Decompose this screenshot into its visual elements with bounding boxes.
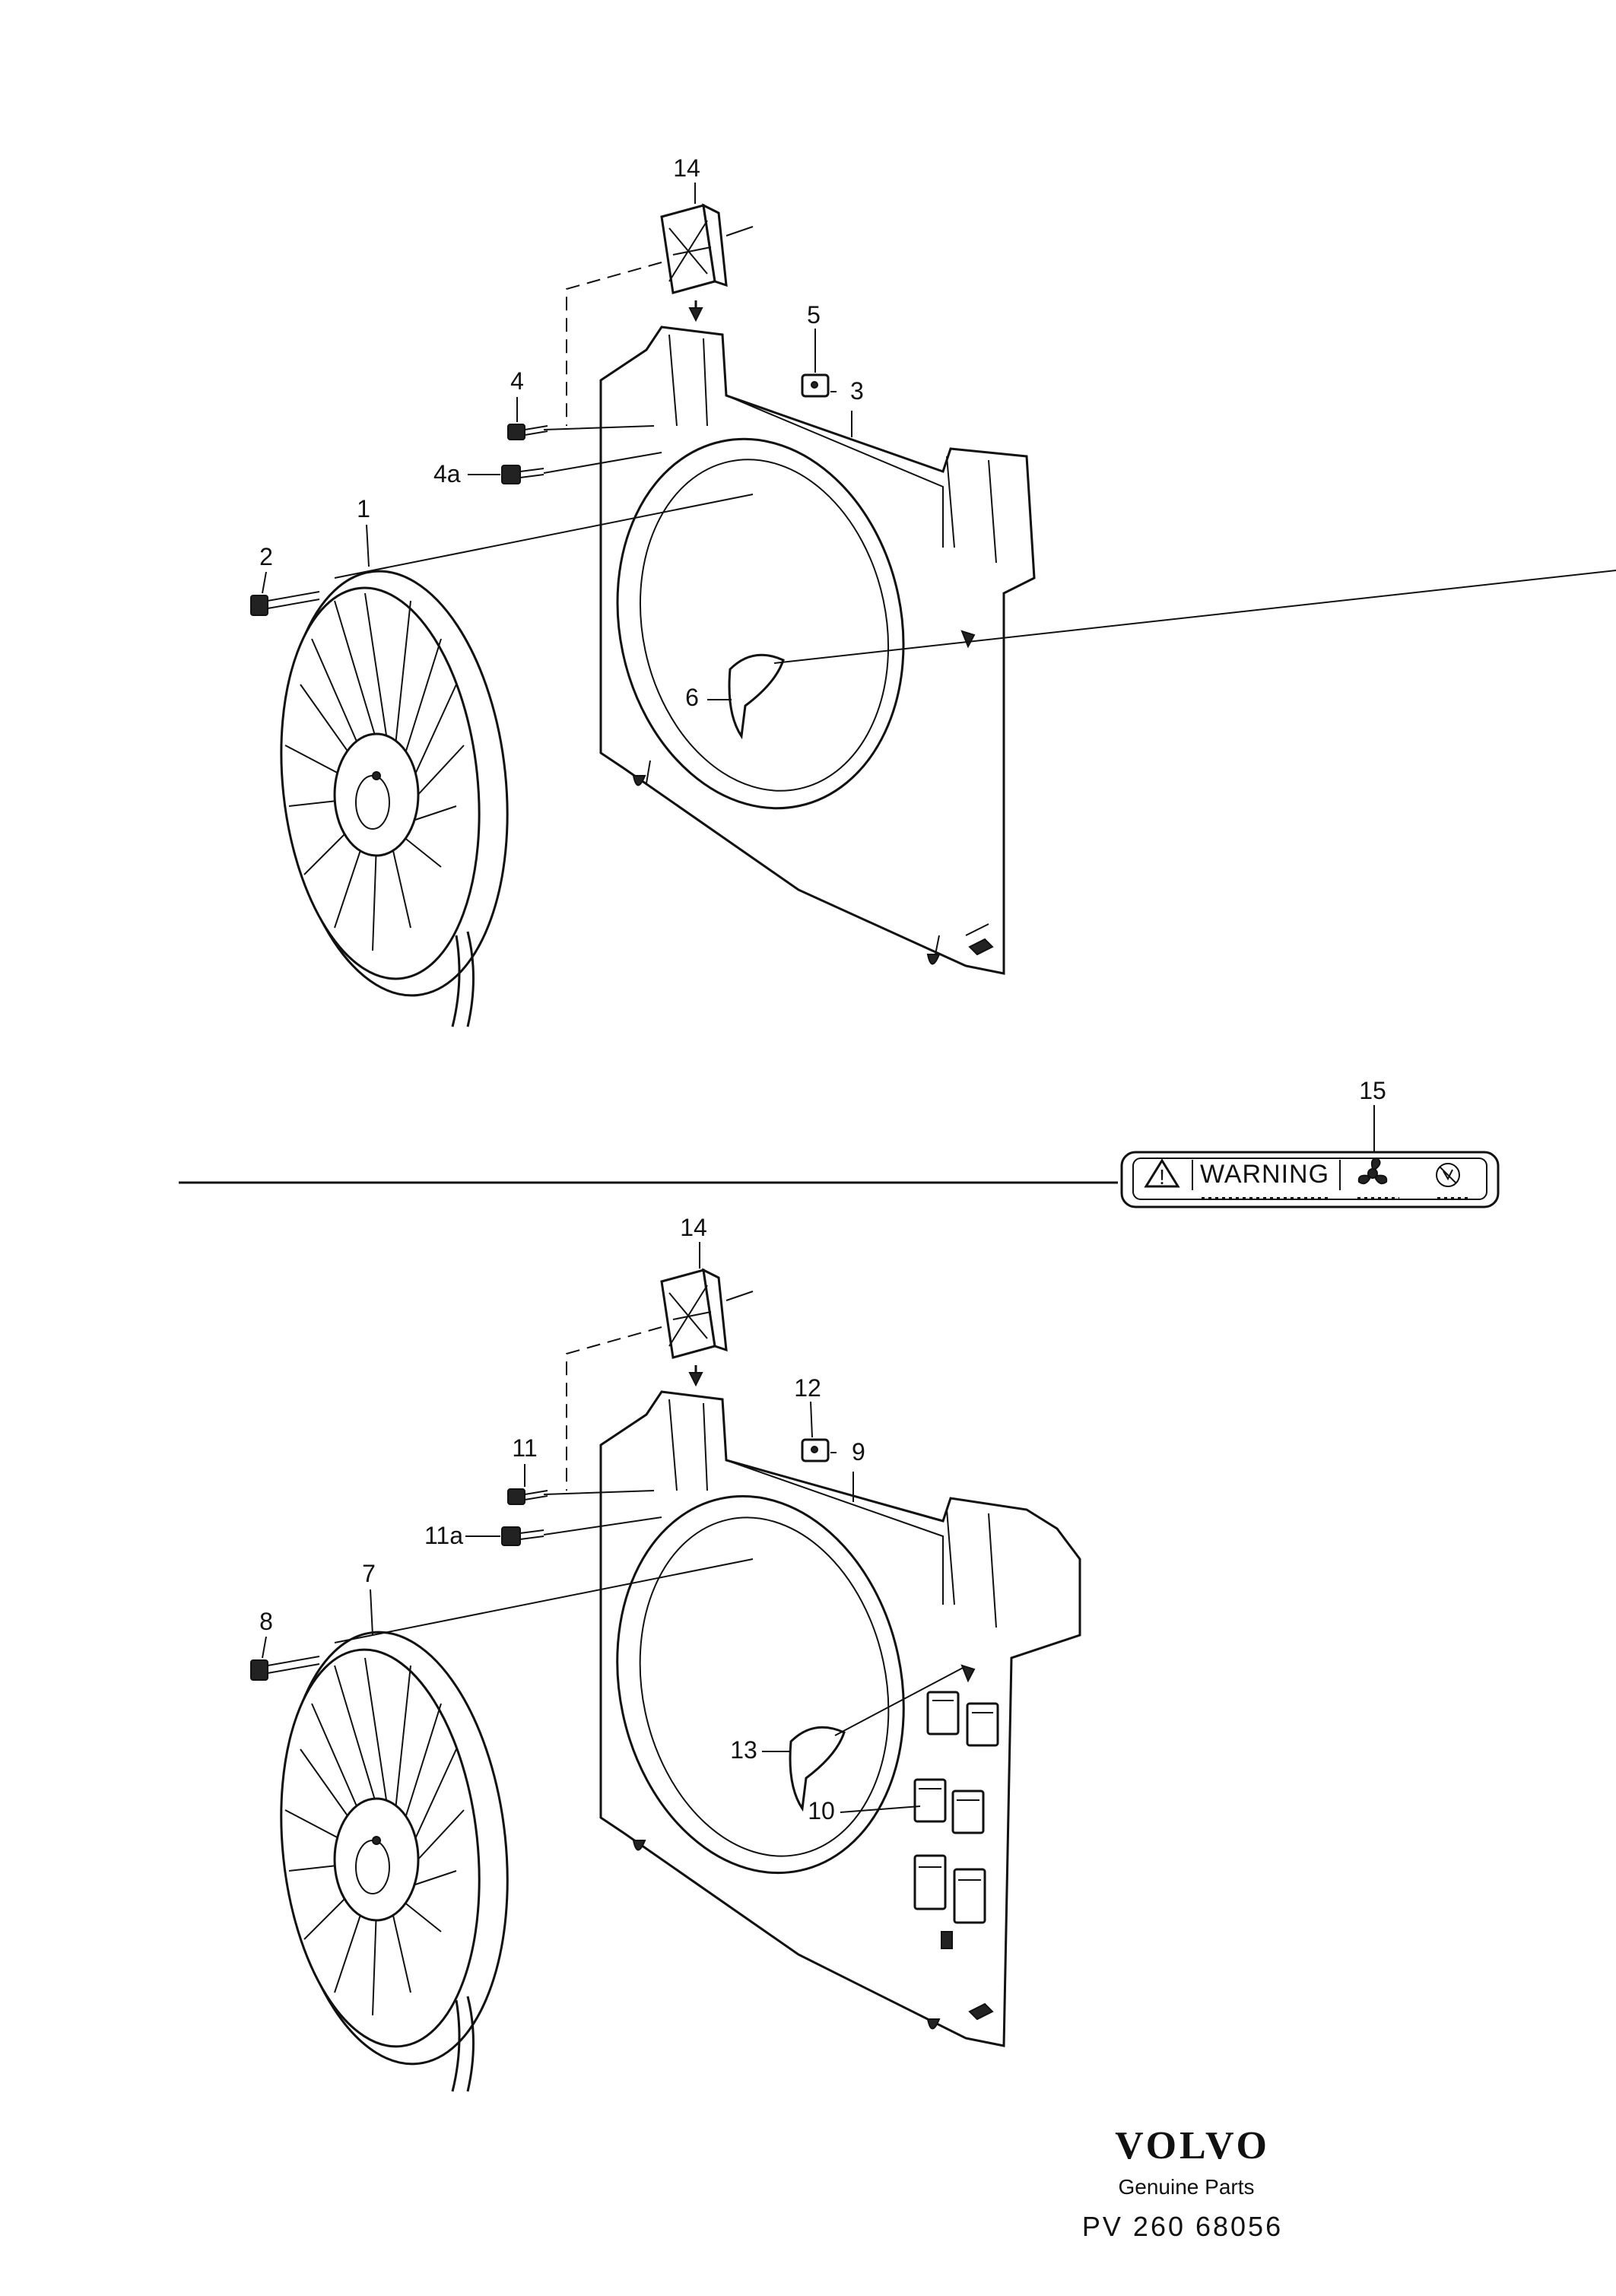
svg-text:!: ! (1159, 1165, 1165, 1189)
screw-4a (501, 465, 544, 484)
screw-4 (507, 424, 548, 440)
callout-12: 12 (794, 1374, 821, 1402)
screw-11 (507, 1488, 548, 1505)
warning-triangle-icon (1144, 1158, 1180, 1188)
fan-icon (1357, 1157, 1388, 1185)
callout-9: 9 (852, 1438, 865, 1466)
warning-label-text: WARNING (1200, 1160, 1329, 1189)
callout-13: 13 (730, 1736, 757, 1764)
warning-label-15: ! WARNING (1120, 1151, 1500, 1208)
deflector-13 (789, 1666, 965, 1812)
callout-15: 15 (1359, 1077, 1386, 1104)
screw-8 (250, 1656, 320, 1681)
bottom-assembly (250, 1268, 1081, 2092)
callout-14-top: 14 (673, 154, 700, 182)
fan-1 (280, 494, 754, 1027)
fan-shroud-top (599, 326, 1036, 975)
callout-7: 7 (362, 1560, 376, 1587)
callout-2: 2 (259, 543, 273, 570)
part-reference: PV 260 68056 (1082, 2211, 1283, 2242)
callout-11: 11 (512, 1434, 537, 1462)
callout-11a: 11a (424, 1522, 463, 1549)
no-hand-icon (1436, 1163, 1460, 1187)
screw-2 (250, 591, 320, 616)
screw-11a (501, 1526, 544, 1546)
callout-10: 10 (808, 1797, 835, 1824)
decals-10 (913, 1691, 999, 1949)
callout-5: 5 (807, 301, 821, 329)
callout-8: 8 (259, 1608, 273, 1635)
brand-block: VOLVO Genuine Parts PV 260 68056 (1082, 2124, 1283, 2242)
callout-1: 1 (357, 495, 370, 522)
callout-4: 4 (510, 367, 524, 395)
callout-6: 6 (685, 684, 699, 711)
fan-7 (280, 1558, 754, 2092)
brand-logo: VOLVO (1115, 2124, 1270, 2167)
deflector-6 (728, 569, 1616, 740)
callout-3: 3 (850, 377, 864, 405)
connector-14-bottom (566, 1268, 754, 1491)
connector-14 (566, 203, 754, 426)
fan-shroud-bottom (599, 1390, 1081, 2047)
callout-14-bottom: 14 (680, 1214, 707, 1241)
brand-tagline: Genuine Parts (1119, 2175, 1255, 2199)
callout-4a: 4a (433, 460, 461, 487)
top-assembly (250, 203, 1616, 1027)
